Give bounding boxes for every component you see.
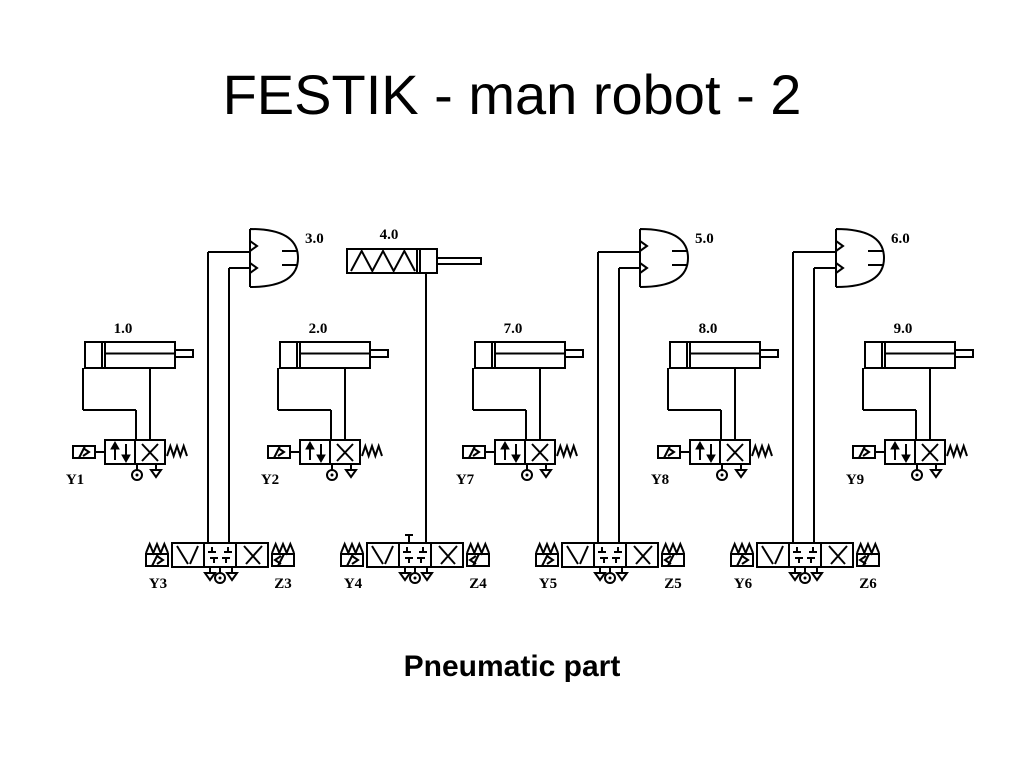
large-valve-label-left-4: Y6	[734, 576, 753, 592]
small-valve-label-1: Y1	[66, 472, 84, 488]
cylinder-label-4: 8.0	[699, 321, 718, 337]
small-valve-label-3: Y7	[456, 472, 475, 488]
linear-actuator	[346, 248, 482, 274]
cylinder-5	[864, 341, 974, 369]
cylinder-label-1: 1.0	[114, 321, 133, 337]
small-valve-2	[267, 439, 383, 481]
cylinder-pipes-1	[82, 368, 151, 440]
large-valve-label-right-4: Z6	[859, 576, 877, 592]
slide-title: FESTIK - man robot - 2	[222, 63, 802, 126]
large-valve-label-left-2: Y4	[344, 576, 363, 592]
small-valve-1	[72, 439, 188, 481]
large-valve-label-right-1: Z3	[274, 576, 292, 592]
small-valve-label-4: Y8	[651, 472, 669, 488]
gripper-pipes-2	[597, 250, 688, 543]
diagram-caption: Pneumatic part	[403, 650, 621, 683]
large-valve-2	[340, 534, 490, 584]
linear-actuator-label: 4.0	[380, 227, 399, 243]
cylinder-pipes-2	[277, 368, 346, 440]
cylinder-2	[279, 341, 389, 369]
gripper-label-3: 6.0	[891, 231, 910, 247]
cylinder-pipes-3	[472, 368, 541, 440]
cylinder-label-5: 9.0	[894, 321, 913, 337]
large-valve-label-right-3: Z5	[664, 576, 682, 592]
gripper-1	[249, 228, 300, 288]
gripper-pipes-1	[207, 250, 298, 543]
large-valve-label-right-2: Z4	[469, 576, 487, 592]
large-valve-3	[535, 541, 685, 584]
gripper-2	[639, 228, 690, 288]
cylinder-1	[84, 341, 194, 369]
small-valve-label-5: Y9	[846, 472, 864, 488]
cylinder-4	[669, 341, 779, 369]
large-valve-1	[145, 541, 295, 584]
cylinder-3	[474, 341, 584, 369]
gripper-label-1: 3.0	[305, 231, 324, 247]
gripper-label-2: 5.0	[695, 231, 714, 247]
gripper-pipes-3	[792, 250, 884, 543]
large-valve-4	[730, 541, 880, 584]
gripper-3	[835, 228, 886, 288]
small-valve-3	[462, 439, 578, 481]
small-valve-label-2: Y2	[261, 472, 279, 488]
cylinder-pipes-5	[862, 368, 931, 440]
cylinder-label-2: 2.0	[309, 321, 328, 337]
small-valve-4	[657, 439, 773, 481]
large-valve-label-left-3: Y5	[539, 576, 557, 592]
small-valve-5	[852, 439, 968, 481]
cylinder-pipes-4	[667, 368, 736, 440]
large-valve-label-left-1: Y3	[149, 576, 167, 592]
cylinder-label-3: 7.0	[504, 321, 523, 337]
